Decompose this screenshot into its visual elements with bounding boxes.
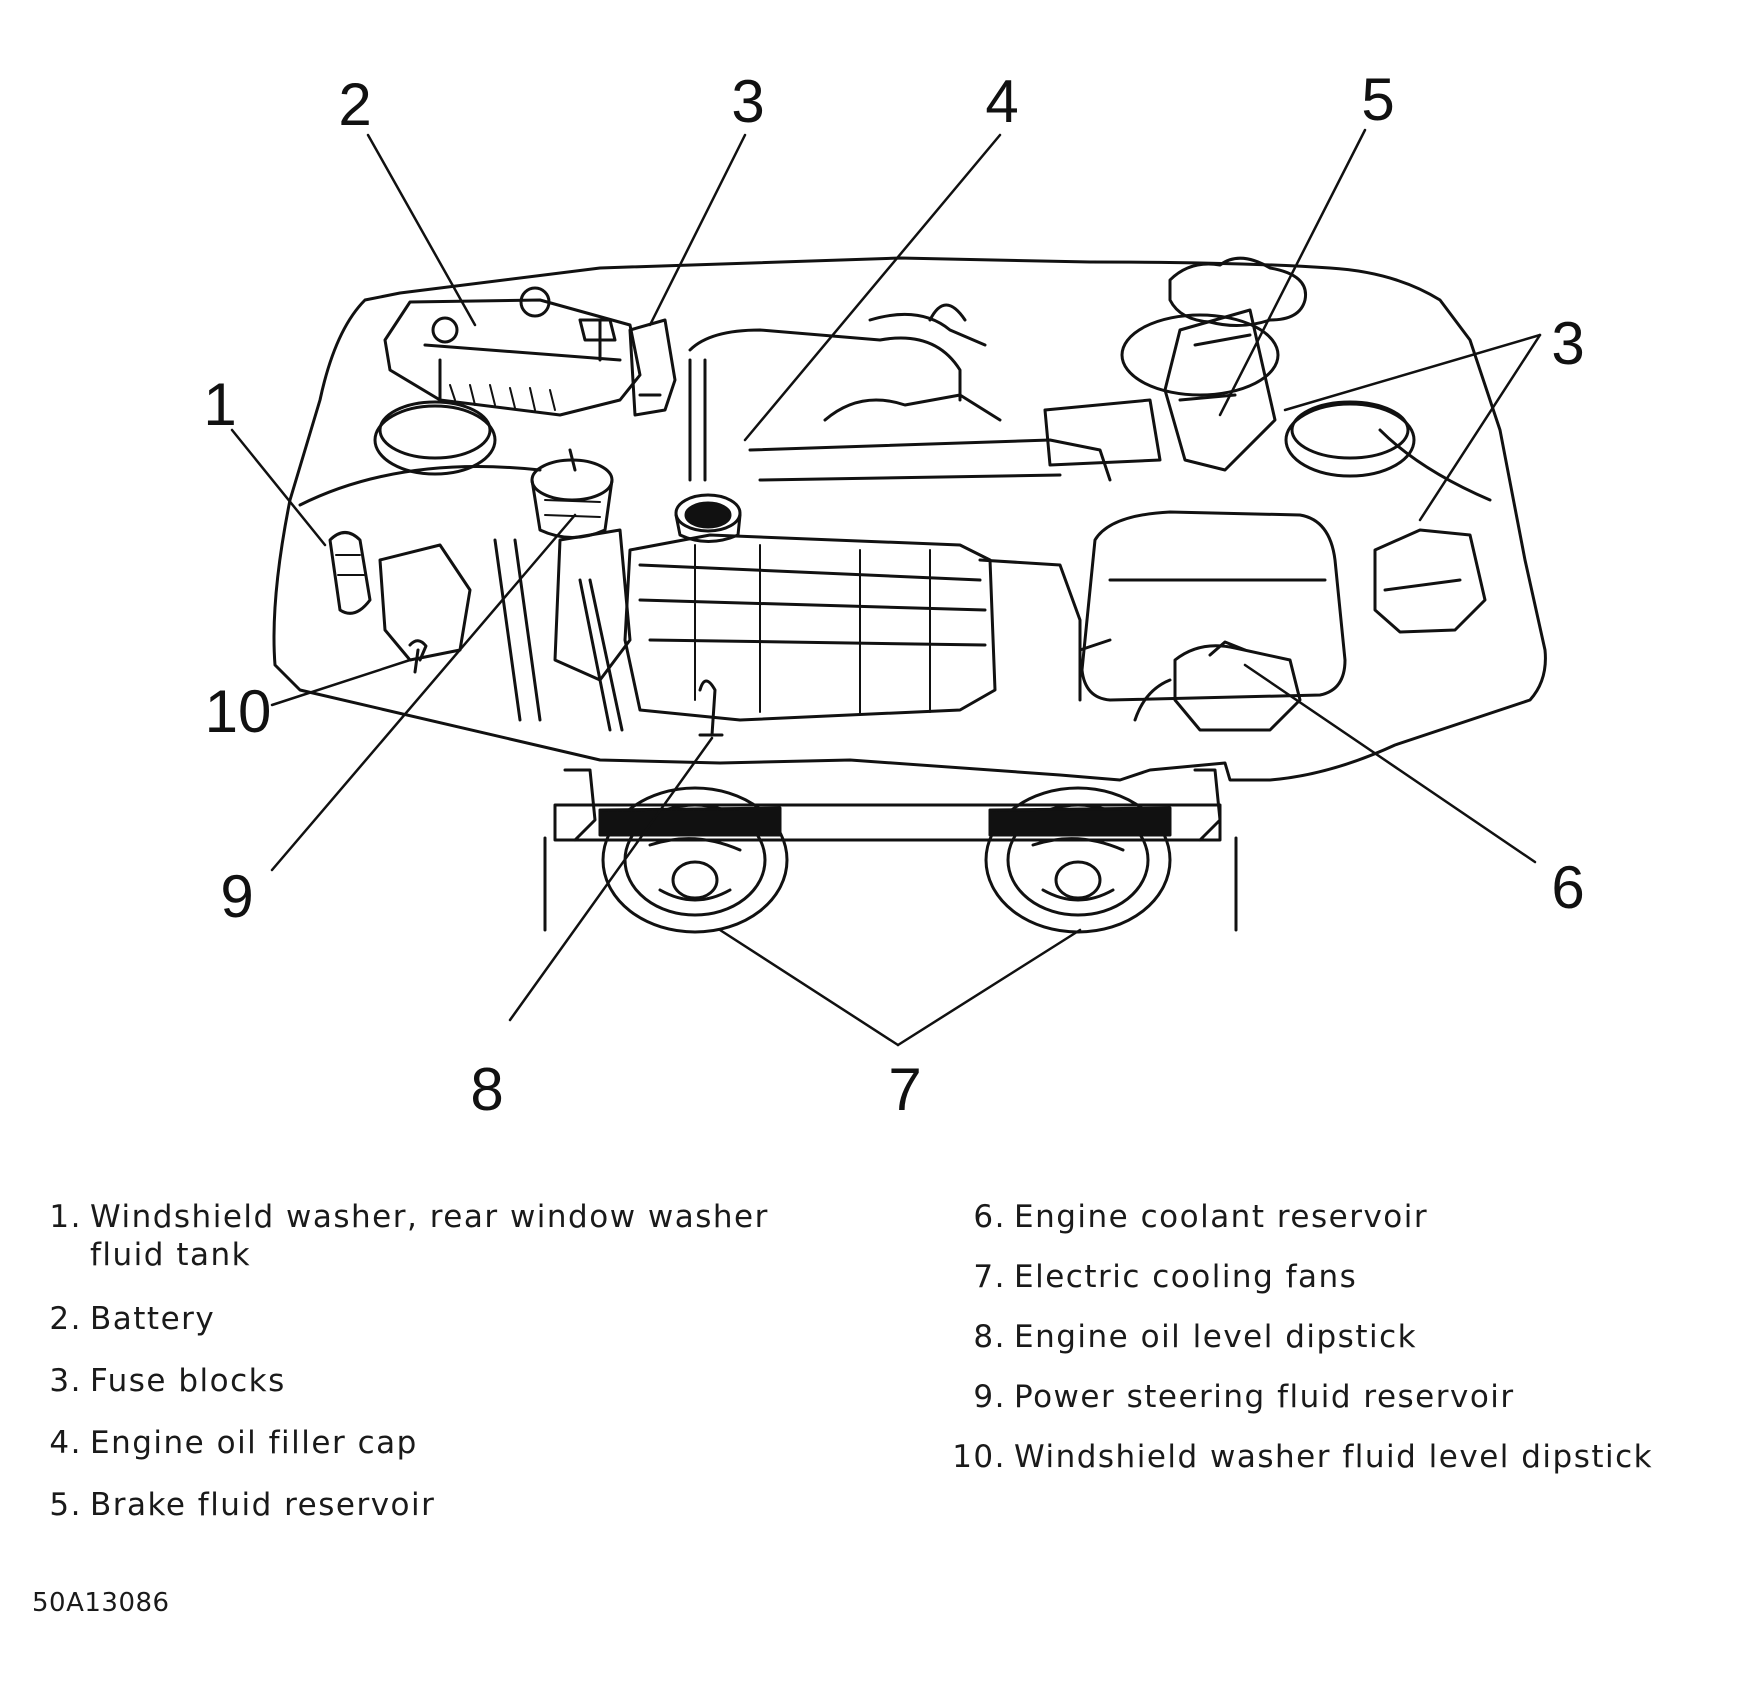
coolant-reservoir-shape [1133,640,1302,732]
callout-6: 6 [1551,854,1584,921]
callout-5: 5 [1361,66,1394,133]
legend-number: 1. [49,1199,82,1235]
callout-7: 7 [888,1056,921,1123]
legend-number: 7. [973,1259,1006,1295]
callout-10: 10 [205,678,272,745]
legend-item: 1. Windshield washer, rear window washer… [28,1198,828,1274]
legend-text: Power steering fluid reservoir [1014,1379,1515,1415]
legend-text: Engine coolant reservoir [1014,1199,1429,1235]
engine-compartment-diagram: 1 2 3 4 5 3 6 7 8 9 10 [203,66,1584,1123]
legend-item: 4. Engine oil filler cap [28,1424,828,1462]
legend-number: 9. [973,1379,1006,1415]
callout-3-left: 3 [731,68,764,135]
legend-item: 6. Engine coolant reservoir [952,1198,1742,1236]
legend-text: Battery [90,1301,216,1337]
legend-item: 8. Engine oil level dipstick [952,1318,1742,1356]
engine-bay-outline [272,256,1547,782]
legend-text: Engine oil level dipstick [1014,1319,1418,1355]
radiator-and-fans-shape [543,768,1238,934]
oil-filler-cap-shape [674,493,742,543]
leader-lines [230,128,1542,1047]
legend-text: Windshield washer fluid level dipstick [1014,1439,1654,1475]
legend-item: 2. Battery [28,1300,828,1338]
legend-text: Electric cooling fans [1014,1259,1358,1295]
callout-4: 4 [985,68,1018,135]
battery-shape [383,286,642,417]
legend-text-continued: fluid tank [90,1237,252,1273]
callout-1: 1 [203,371,236,438]
legend-number: 10. [952,1439,1006,1475]
legend-text: Windshield washer, rear window washer [90,1199,769,1235]
legend-number: 6. [973,1199,1006,1235]
engine-block-shape [378,528,1082,722]
legend-number: 2. [49,1301,82,1337]
legend-item: 5. Brake fluid reservoir [28,1486,828,1524]
brake-fluid-reservoir-shape [1120,308,1280,472]
cooling-fan-left [601,786,789,934]
legend-number: 4. [49,1425,82,1461]
callout-2: 2 [338,71,371,138]
fuse-block-shape [628,318,677,417]
air-cleaner-shape [1078,510,1347,702]
legend-text: Engine oil filler cap [90,1425,418,1461]
legend-left-column: 1. Windshield washer, rear window washer… [28,1198,828,1548]
figure-code: 50A13086 [32,1588,170,1618]
legend-text: Fuse blocks [90,1363,286,1399]
legend-right-column: 6. Engine coolant reservoir 7. Electric … [952,1198,1742,1498]
legend-number: 5. [49,1487,82,1523]
oil-dipstick-shape [698,679,724,737]
callout-3-right: 3 [1551,310,1584,377]
legend-number: 3. [49,1363,82,1399]
legend-item: 9. Power steering fluid reservoir [952,1378,1742,1416]
power-steering-reservoir-shape [530,448,614,539]
callout-8: 8 [470,1056,503,1123]
legend-text: Brake fluid reservoir [90,1487,436,1523]
washer-tank-shape [328,531,372,615]
legend-item: 7. Electric cooling fans [952,1258,1742,1296]
legend-item: 10. Windshield washer fluid level dipsti… [952,1438,1742,1476]
callout-9: 9 [220,863,253,930]
legend-number: 8. [973,1319,1006,1355]
legend-item: 3. Fuse blocks [28,1362,828,1400]
